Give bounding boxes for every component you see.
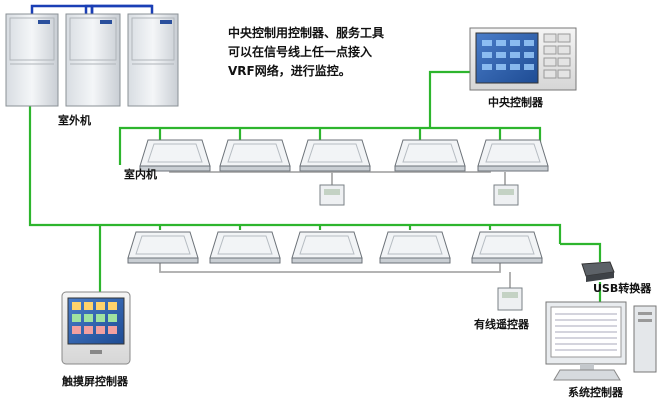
central-controller-device [469,27,577,91]
wired-remote-2 [493,184,519,206]
central-controller-label: 中央控制器 [488,96,543,109]
cassette-unit [127,231,199,264]
system-controller-label: 系统控制器 [568,386,623,399]
indoor-unit-row-lower [127,231,543,264]
wired-remote-1 [319,184,345,206]
cassette-unit [379,231,451,264]
outdoor-link-lines [30,4,154,14]
touch-controller-label: 触摸屏控制器 [62,375,128,388]
outdoor-unit-2 [65,13,121,107]
cassette-unit [394,139,466,172]
power-lines [159,165,511,288]
touch-screen-controller-device [61,291,131,365]
cassette-unit [291,231,363,264]
wired-remote-label: 有线遥控器 [474,318,529,331]
system-controller-device [545,301,657,381]
cassette-unit [209,231,281,264]
usb-converter-label: USB转换器 [593,282,652,295]
usb-converter-device [581,261,615,282]
outdoor-unit-label: 室外机 [58,114,91,127]
indoor-unit-label: 室内机 [124,168,157,181]
cassette-unit [299,139,371,172]
cassette-unit [471,231,543,264]
outdoor-unit-1 [5,13,59,107]
monitoring-note: 中央控制用控制器、服务工具 可以在信号线上任一点接入 VRF网络，进行监控。 [228,26,385,78]
cassette-unit [139,139,211,172]
outdoor-unit-group [5,13,179,107]
wired-remote-3 [497,287,523,311]
cassette-unit [477,139,549,172]
cassette-unit [219,139,291,172]
indoor-unit-row-upper [139,139,549,172]
outdoor-unit-3 [127,13,179,107]
